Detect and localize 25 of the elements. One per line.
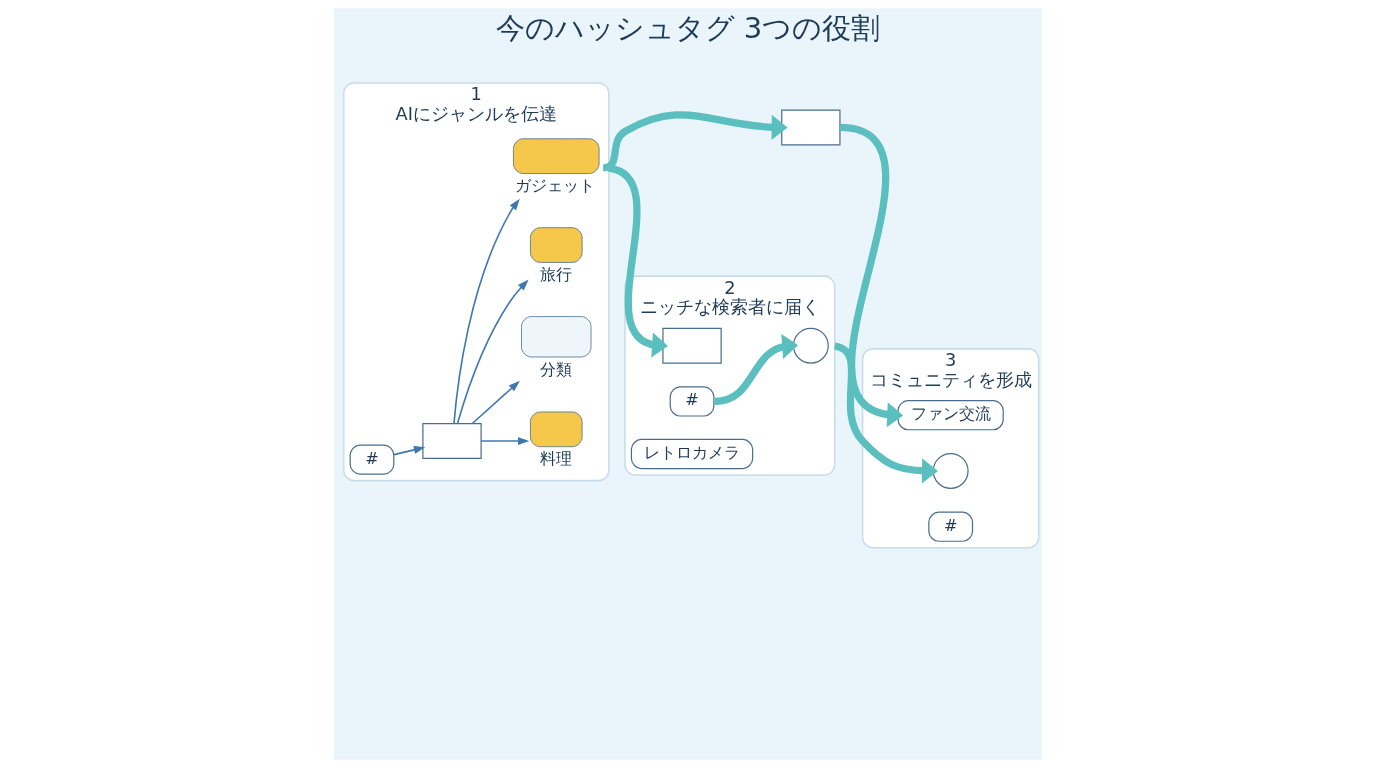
arrow — [453, 198, 520, 425]
arrow — [471, 380, 520, 425]
node-box: # — [669, 386, 715, 417]
arrow — [456, 279, 529, 425]
node-box — [781, 109, 841, 146]
diagram-title: 今のハッシュタグ 3つの役割 — [495, 11, 881, 46]
node-circle — [932, 452, 969, 489]
node-box: # — [349, 444, 395, 475]
arrow — [393, 445, 426, 456]
arrow — [839, 123, 904, 428]
arrow — [480, 437, 530, 446]
node-label: 分類 — [539, 359, 572, 379]
node-label: ガジェット — [515, 176, 596, 196]
node-box: レトロカメラ — [630, 438, 754, 470]
node-box — [662, 327, 722, 364]
arrow — [607, 164, 668, 358]
arrow — [602, 111, 788, 172]
node-label: 料理 — [539, 449, 572, 469]
node-box — [422, 423, 482, 460]
arrow — [714, 333, 799, 406]
node-box: # — [928, 511, 974, 542]
arrow — [833, 342, 938, 484]
node-box: ファン交流 — [897, 400, 1004, 431]
node-circle — [792, 327, 829, 364]
node-label: 旅行 — [539, 265, 572, 285]
